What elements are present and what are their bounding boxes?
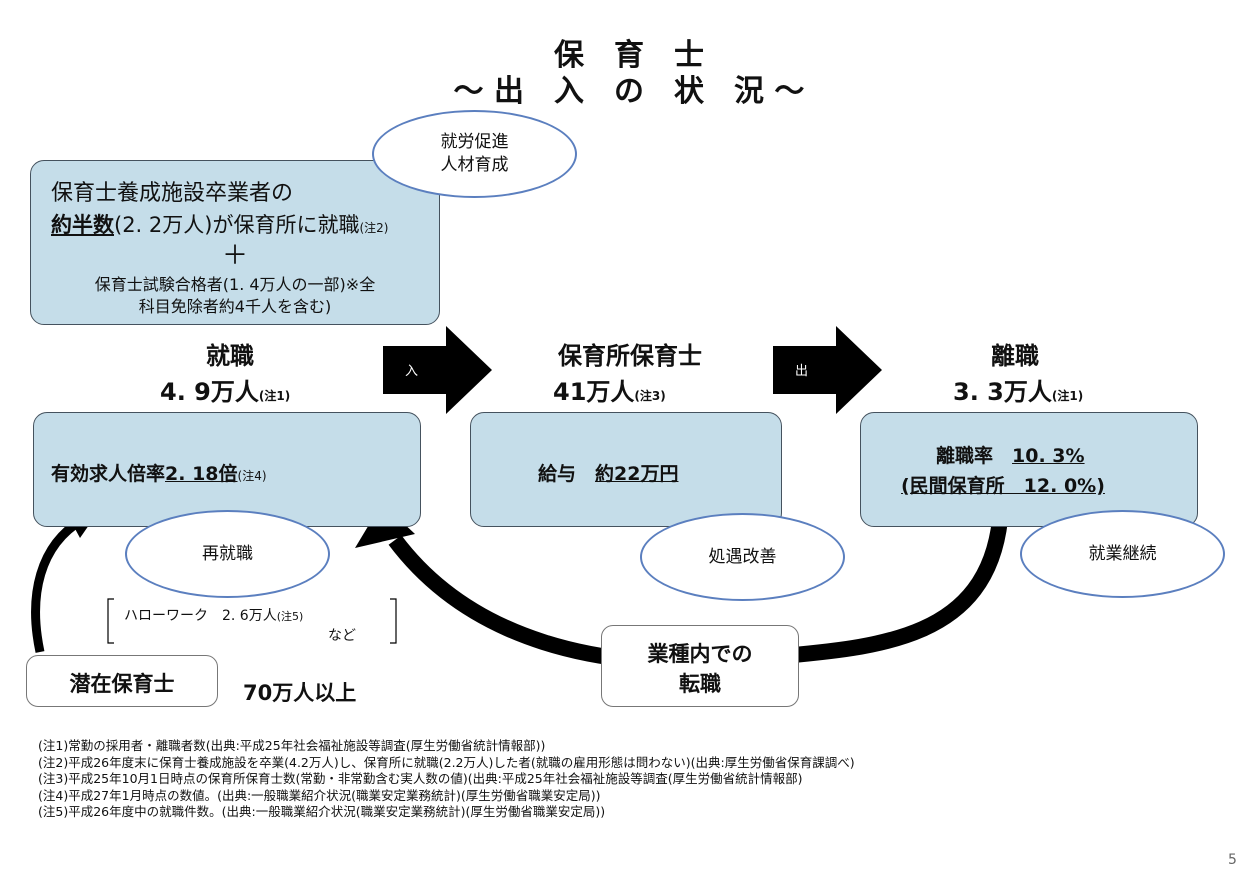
reentry-arrow [31, 516, 85, 653]
graduates-line4: 保育士試験合格者(1. 4万人の一部)※全 [94, 275, 376, 294]
in-arrow-label: 入 [405, 364, 419, 379]
retention-oval: 就業継続 [1020, 510, 1225, 598]
graduates-box: 保育士養成施設卒業者の 約半数(2. 2万人)が保育所に就職(注2) ＋ 保育士… [30, 160, 440, 325]
graduates-line2-rest: (2. 2万人)が保育所に就職 [114, 213, 360, 237]
hellowork-line1: ハローワーク 2. 6万人(注5) [124, 605, 303, 625]
salary-text: 給与 約22万円 [538, 459, 678, 486]
latent-nurses-box: 潜在保育士 [26, 655, 218, 707]
out-arrow [773, 326, 882, 414]
job-ratio-text: 有効求人倍率2. 18倍(注4) [51, 459, 267, 486]
out-arrow-label: 出 [795, 364, 809, 379]
separation-label: 離職 [991, 342, 1039, 370]
page-title: 保 育 士 [554, 38, 704, 73]
reemployment-text: 再就職 [202, 543, 253, 564]
footnote-3: (注3)平成25年10月1日時点の保育所保育士数(常勤・非常勤含む実人数の値)(… [38, 771, 803, 786]
footnote-5: (注5)平成26年度中の就職件数。(出典:一般職業紹介状況(職業安定業務統計)(… [38, 804, 606, 819]
plus-sign: ＋ [221, 241, 248, 271]
treatment-text: 処遇改善 [708, 546, 777, 567]
note-3: (注3) [634, 389, 666, 403]
separation-value: 3. 3万人(注1) [953, 372, 1083, 407]
footnote-4: (注4)平成27年1月時点の数値。(出典:一般職業紹介状況(職業安定業務統計)(… [38, 787, 601, 803]
note-4: (注4) [237, 469, 267, 483]
hellowork-line2: など [328, 628, 356, 644]
nursery-label: 保育所保育士 [558, 342, 702, 370]
bracket-lines [107, 598, 397, 644]
turnover-line1: 離職率 10. 3% [936, 441, 1085, 468]
salary-label: 給与 [538, 463, 577, 485]
latent-nurses-count: 70万人以上 [243, 681, 357, 705]
treatment-oval: 処遇改善 [640, 513, 845, 601]
graduates-line2: 約半数(2. 2万人)が保育所に就職(注2) [51, 209, 388, 239]
within-industry-box: 業種内での 転職 [601, 625, 799, 707]
note-5: (注5) [276, 610, 304, 623]
within-industry-line2: 転職 [679, 672, 721, 696]
graduates-line5: 科目免除者約4千人を含む) [138, 297, 332, 316]
employment-value: 4. 9万人(注1) [160, 372, 290, 407]
turnover-value: 10. 3% [1012, 445, 1085, 467]
footnotes: (注1)常勤の採用者・離職者数(出典:平成25年社会福祉施設等調査(厚生労働省統… [38, 738, 855, 821]
job-ratio-box: 有効求人倍率2. 18倍(注4) [33, 412, 421, 527]
latent-nurses-label: 潜在保育士 [69, 672, 175, 696]
job-ratio-value: 2. 18倍 [165, 463, 238, 485]
turnover-box: 離職率 10. 3% (民間保育所 12. 0%) [860, 412, 1198, 527]
retention-text: 就業継続 [1088, 543, 1157, 564]
employment-count: 4. 9万人 [160, 378, 259, 406]
note-1-separation: (注1) [1051, 389, 1084, 403]
hellowork-bracket: ハローワーク 2. 6万人(注5) など [106, 597, 398, 645]
within-industry-line1: 業種内での [647, 642, 753, 666]
footnote-2: (注2)平成26年度末に保育士養成施設を卒業(4.2万人)し、保育所に就職(2.… [38, 754, 855, 770]
turnover-label: 離職率 [936, 445, 994, 467]
nursery-value: 41万人(注3) [553, 372, 666, 407]
promotion-line1: 就労促進 [440, 132, 509, 153]
turnover-line2: (民間保育所 12. 0%) [901, 475, 1105, 497]
in-arrow [383, 326, 492, 414]
promotion-line2: 人材育成 [440, 155, 509, 175]
note-2: (注2) [359, 221, 389, 235]
employment-label: 就職 [206, 342, 254, 370]
footnote-1: (注1)常勤の採用者・離職者数(出典:平成25年社会福祉施設等調査(厚生労働省統… [38, 738, 546, 753]
note-1-employment: (注1) [258, 389, 291, 403]
salary-value: 約22万円 [595, 463, 679, 485]
page-subtitle: ～ 出 入 の 状 況 ～ [453, 74, 805, 109]
separation-count: 3. 3万人 [953, 378, 1052, 406]
half-text: 約半数 [51, 213, 114, 237]
hellowork-count: ハローワーク 2. 6万人 [124, 608, 277, 624]
page-number: 5 [1228, 852, 1237, 868]
job-ratio-label: 有効求人倍率 [51, 463, 166, 485]
promotion-oval: 就労促進人材育成 [372, 110, 577, 198]
nursery-count: 41万人 [553, 378, 635, 406]
salary-box: 給与 約22万円 [470, 412, 782, 527]
graduates-line1: 保育士養成施設卒業者の [51, 181, 294, 206]
reemployment-oval: 再就職 [125, 510, 330, 598]
